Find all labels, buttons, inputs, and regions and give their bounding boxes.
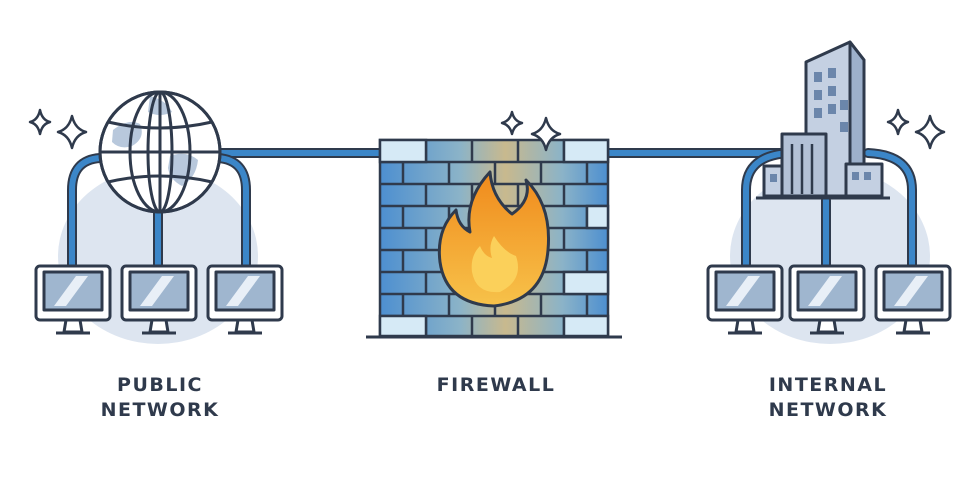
sparkle-icon [28, 108, 88, 150]
computer-monitor-icon [120, 264, 198, 335]
computer-monitor-icon [874, 264, 952, 335]
flame-icon [437, 170, 551, 308]
public-network-label-line1: PUBLIC [117, 374, 203, 396]
office-building-icon [756, 40, 890, 200]
computer-monitor-icon [788, 264, 866, 335]
firewall-label-text: FIREWALL [436, 374, 556, 396]
computer-monitor-icon [706, 264, 784, 335]
public-network-label: PUBLIC NETWORK [30, 373, 290, 423]
public-network-cables [67, 153, 251, 277]
sparkle-icon [886, 108, 946, 150]
internal-network-label-line2: NETWORK [768, 399, 888, 421]
sparkle-icon [500, 110, 562, 152]
internal-network-label-line1: INTERNAL [768, 374, 888, 396]
public-network-label-line2: NETWORK [100, 399, 220, 421]
globe-icon [98, 90, 222, 214]
computer-monitor-icon [34, 264, 112, 335]
firewall-label: FIREWALL [366, 373, 626, 398]
internal-network-label: INTERNAL NETWORK [698, 373, 958, 423]
computer-monitor-icon [206, 264, 284, 335]
